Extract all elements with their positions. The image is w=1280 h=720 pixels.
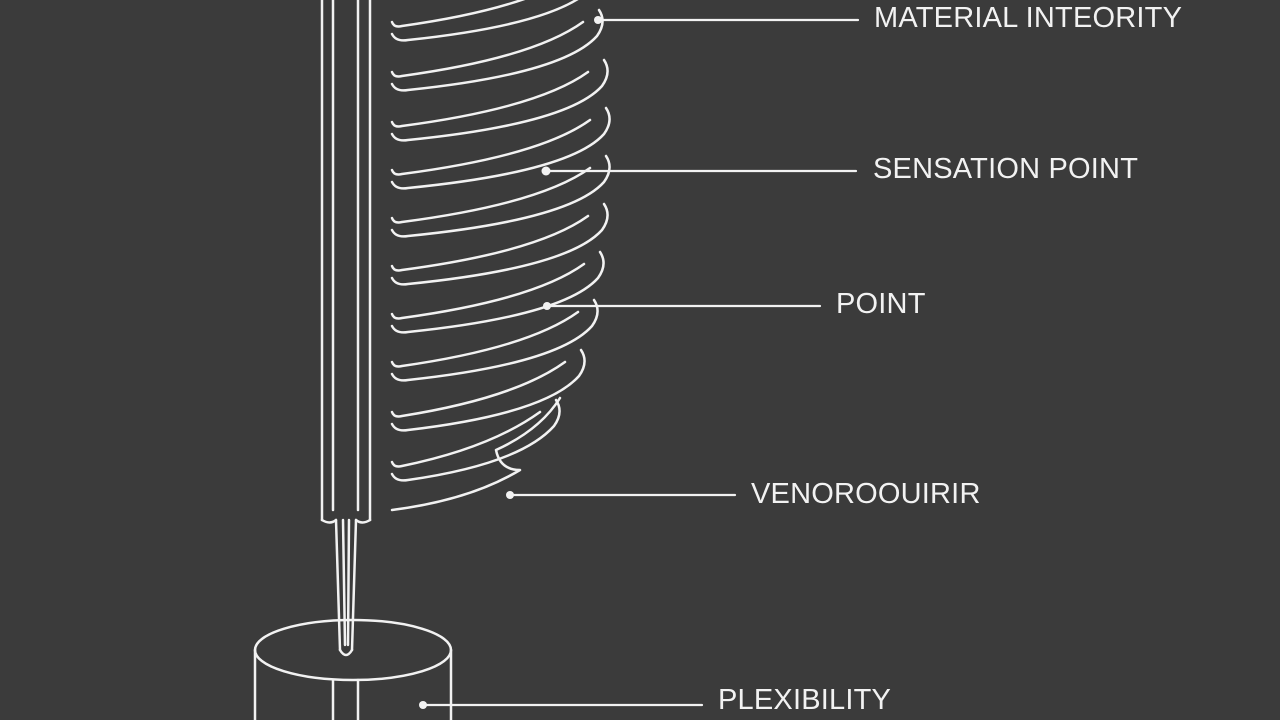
coil-front xyxy=(390,118,592,176)
coil-back xyxy=(390,250,605,334)
label-material-integrity: MATERIAL INTEORITY xyxy=(874,2,1183,34)
coil-back xyxy=(390,8,604,92)
coil-back xyxy=(390,58,609,142)
coil-back xyxy=(390,202,609,286)
coil-front xyxy=(390,214,590,272)
spring-end-hook xyxy=(390,396,562,512)
coil-front xyxy=(390,310,580,368)
coil-front xyxy=(390,70,590,128)
leader-dot xyxy=(506,491,514,499)
coil-back xyxy=(390,106,611,190)
leader-lines xyxy=(421,18,860,707)
coil-front xyxy=(390,20,585,78)
leader-dot xyxy=(543,302,551,310)
label-venoroouirir: VENOROOUIRIR xyxy=(751,478,981,510)
label-point: POINT xyxy=(836,288,926,320)
coil-back xyxy=(390,348,586,432)
label-sensation-point: SENSATION POINT xyxy=(873,153,1139,185)
coil-front xyxy=(390,410,542,468)
leader-dots xyxy=(419,16,602,709)
leader-dot xyxy=(541,166,551,176)
label-plexibility: PLEXIBILITY xyxy=(718,684,892,716)
leader-dot xyxy=(594,16,602,24)
central-rod xyxy=(320,0,372,657)
spring-coils xyxy=(390,0,611,482)
coil-front xyxy=(390,166,592,224)
coil-front xyxy=(390,360,567,418)
cylinder-base xyxy=(253,618,453,720)
coil-back xyxy=(390,398,561,482)
coil-front xyxy=(390,262,586,320)
coil-front xyxy=(390,0,526,28)
coil-back xyxy=(390,154,611,238)
coil-back xyxy=(390,298,599,382)
leader-dot xyxy=(419,701,427,709)
coil-back xyxy=(390,0,579,42)
